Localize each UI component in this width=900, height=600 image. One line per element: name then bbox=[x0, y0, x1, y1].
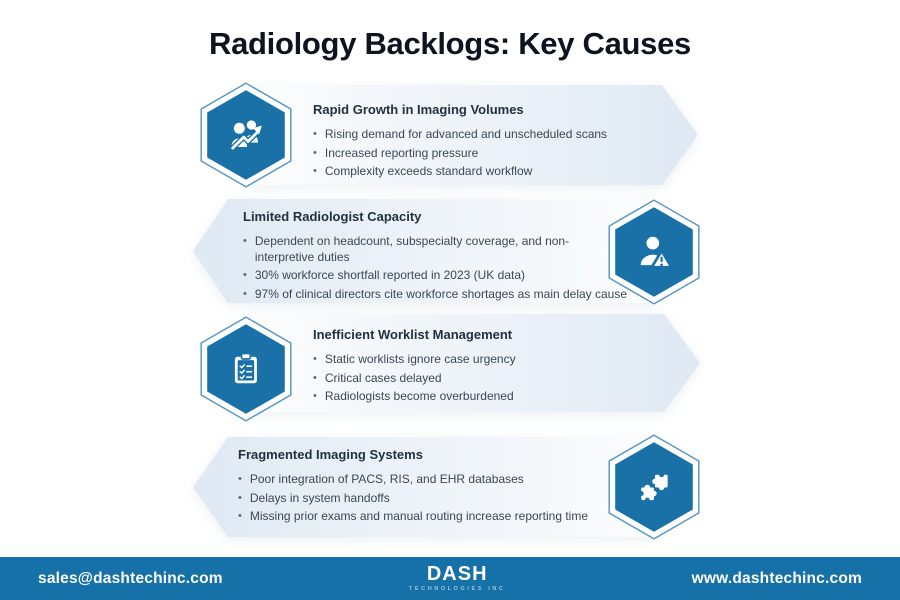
bullet-dot: • bbox=[313, 371, 317, 384]
list-item: •Complexity exceeds standard workflow bbox=[313, 164, 533, 178]
hexagon-worklist-management bbox=[200, 316, 292, 422]
bullet-dot: • bbox=[313, 165, 317, 177]
bullet-dot: • bbox=[238, 510, 242, 522]
hexagon-imaging-volumes bbox=[200, 82, 292, 188]
list-item: •Poor integration of PACS, RIS, and EHR … bbox=[238, 472, 524, 486]
dash-logo: DASH TECHNOLOGIES INC bbox=[409, 564, 506, 593]
bullet-dot: • bbox=[313, 353, 317, 365]
section-title: Inefficient Worklist Management bbox=[313, 327, 513, 342]
footer-bar: sales@dashtechinc.com DASH TECHNOLOGIES … bbox=[0, 557, 900, 600]
worklist-clipboard-icon bbox=[234, 352, 257, 384]
bullet-dot: • bbox=[243, 287, 247, 300]
list-item: •Radiologists become overburdened bbox=[313, 389, 514, 403]
hexagon-radiologist-capacity bbox=[608, 199, 700, 305]
bullet-dot: • bbox=[313, 390, 317, 402]
list-item: •Increased reporting pressure bbox=[313, 145, 479, 160]
section-title: Rapid Growth in Imaging Volumes bbox=[313, 102, 524, 117]
bullet-dot: • bbox=[313, 128, 317, 140]
footer-email-link[interactable]: sales@dashtechinc.com bbox=[38, 569, 223, 587]
banner-row3 bbox=[248, 314, 700, 412]
bullet-dot: • bbox=[313, 146, 317, 159]
list-item: •30% workforce shortfall reported in 202… bbox=[243, 268, 525, 282]
section-worklist-management: Inefficient Worklist Management •Static … bbox=[313, 327, 683, 405]
list-item: •97% of clinical directors cite workforc… bbox=[243, 286, 628, 301]
footer-website-link[interactable]: www.dashtechinc.com bbox=[691, 569, 862, 587]
bullet-dot: • bbox=[238, 473, 242, 485]
bullet-dot: • bbox=[243, 269, 247, 281]
banner-row2 bbox=[193, 199, 658, 303]
list-item: •Rising demand for advanced and unschedu… bbox=[313, 127, 608, 141]
bullet-dot: • bbox=[243, 235, 247, 247]
section-radiologist-capacity: Limited Radiologist Capacity •Dependent … bbox=[243, 209, 653, 302]
dash-logo-text: DASH bbox=[426, 563, 488, 586]
list-item: •Dependent on headcount, subspecialty co… bbox=[243, 234, 570, 264]
page-title: Radiology Backlogs: Key Causes bbox=[209, 26, 691, 61]
hexagon-fragmented-systems bbox=[608, 434, 700, 540]
radiologist-warning-icon bbox=[640, 236, 673, 269]
banner-row1 bbox=[248, 85, 698, 185]
list-item: •Critical cases delayed bbox=[313, 370, 442, 385]
bullet-dot: • bbox=[238, 491, 242, 504]
section-title: Fragmented Imaging Systems bbox=[238, 447, 423, 462]
list-item: •Static worklists ignore case urgency bbox=[313, 352, 516, 366]
section-imaging-volumes: Rapid Growth in Imaging Volumes •Rising … bbox=[313, 102, 683, 180]
section-title: Limited Radiologist Capacity bbox=[243, 209, 422, 224]
people-growth-icon bbox=[229, 120, 262, 151]
list-item: •Delays in system handoffs bbox=[238, 490, 390, 505]
list-item: •Missing prior exams and manual routing … bbox=[238, 509, 589, 523]
banner-row4 bbox=[193, 437, 658, 537]
puzzle-icon bbox=[638, 472, 668, 503]
dash-logo-subtext: TECHNOLOGIES INC bbox=[408, 586, 506, 593]
section-fragmented-systems: Fragmented Imaging Systems •Poor integra… bbox=[238, 447, 648, 525]
